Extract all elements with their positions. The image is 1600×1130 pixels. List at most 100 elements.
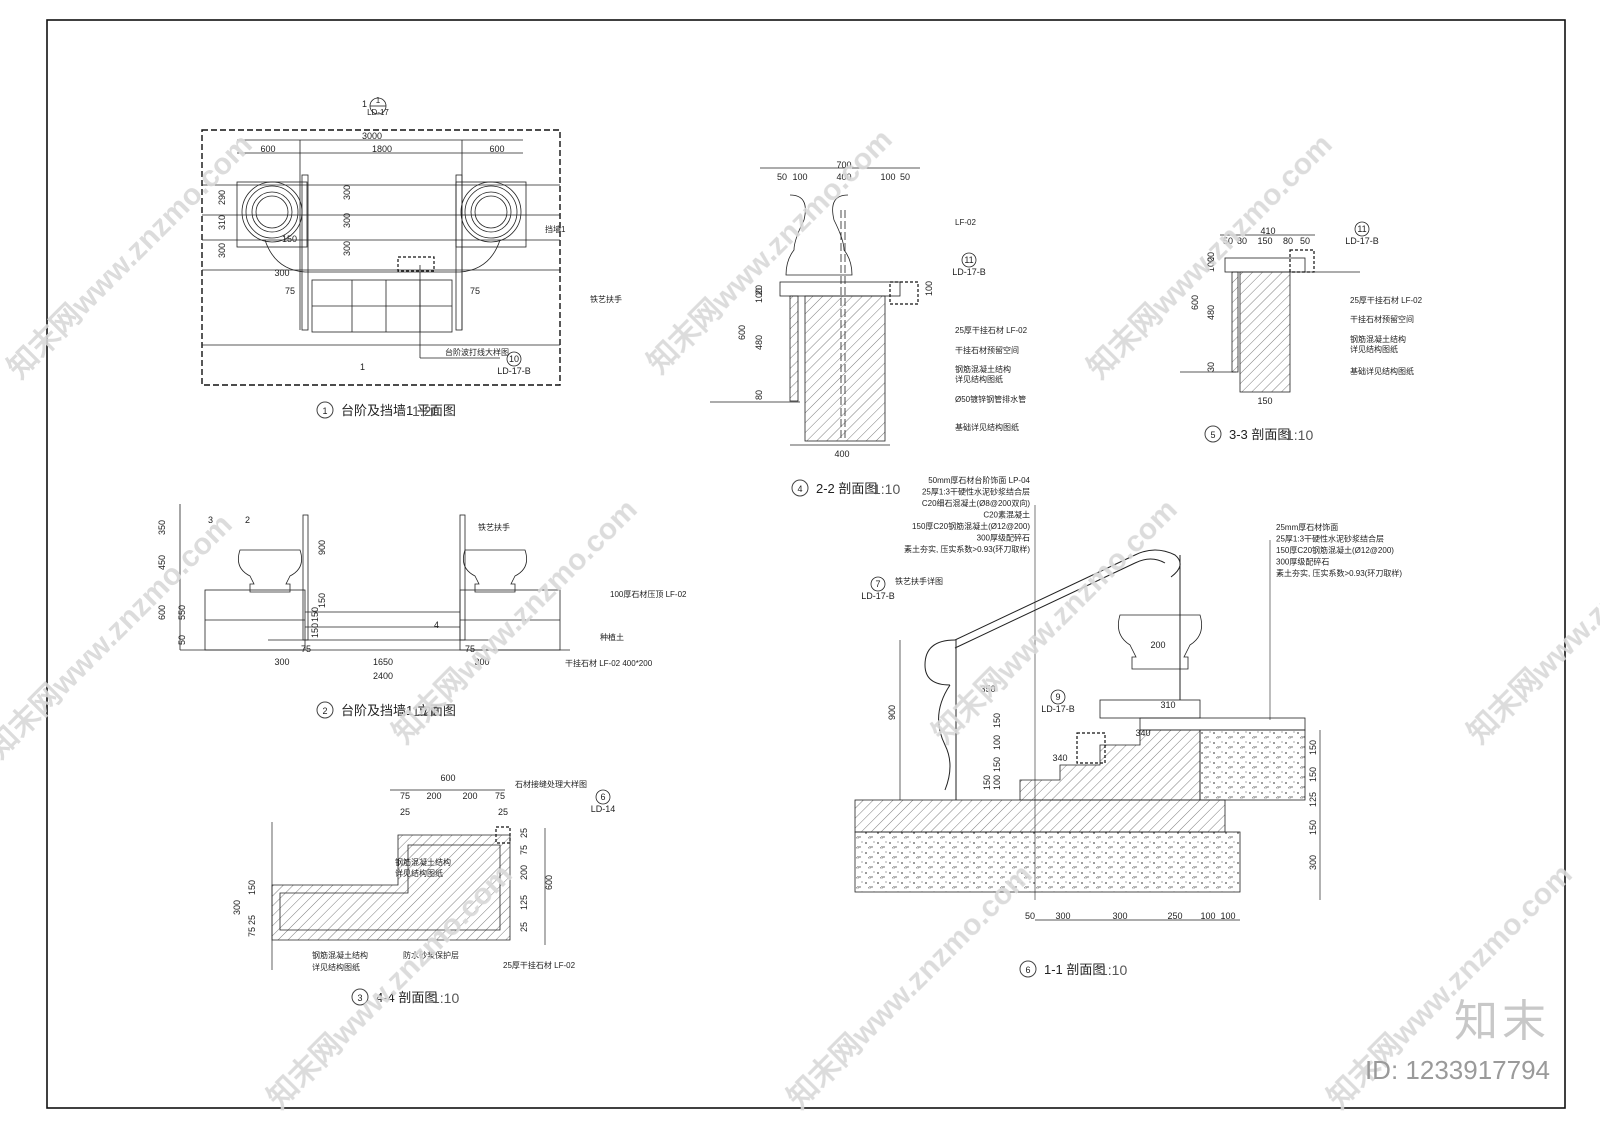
svg-text:2: 2 [322, 706, 327, 716]
layer-notes-left: 50mm厚石材台阶饰面 LP-0425厚1:3干硬性水泥砂浆结合层C20细石混凝… [904, 475, 1031, 554]
dim-80: 80 [754, 390, 764, 400]
svg-text:10: 10 [509, 354, 519, 364]
svg-text:4: 4 [797, 484, 802, 494]
note-railing: 铁艺扶手详图 [895, 576, 943, 586]
plan-detail-ref: 10 LD-17-B [497, 351, 531, 376]
svg-text:1-1 剖面图: 1-1 剖面图 [1044, 962, 1105, 977]
note-foundation: 基础详见结构图纸 [955, 422, 1019, 432]
note-cladding: 25厚干挂石材 LF-02 [1350, 295, 1423, 305]
layersL-5: 300厚级配碎石 [977, 533, 1030, 543]
dim-400-b: 400 [834, 449, 849, 459]
dim-80-b: 80 [1283, 236, 1293, 246]
dim-600: 600 [1190, 295, 1200, 310]
svg-text:LD-17-B: LD-17-B [952, 267, 986, 277]
dim-100-c: 100 [754, 288, 764, 303]
dim-300-b: 300 [474, 657, 489, 667]
dim-75-c: 75 [519, 845, 529, 855]
svg-text:LD-14: LD-14 [591, 804, 616, 814]
dim-b100-a: 100 [1200, 911, 1215, 921]
dim-450: 450 [157, 555, 167, 570]
note-joint: 石材接缝处理大样图 [515, 779, 587, 789]
dim-300: 300 [232, 900, 242, 915]
note-rc: 钢筋混凝土结构 [955, 364, 1011, 374]
dim-75-a: 75 [400, 791, 410, 801]
dim-25-a: 25 [400, 807, 410, 817]
dim-b50: 50 [1025, 911, 1035, 921]
dim-50: 50 [177, 635, 187, 645]
view-3-title: 3 4-4 剖面图 1:10 [351, 988, 459, 1006]
svg-text:LD-17-B: LD-17-B [861, 591, 895, 601]
mark-4: 4 [434, 620, 439, 630]
note-rc-1b: 详见结构图纸 [395, 868, 443, 878]
dim-b300-a: 300 [1055, 911, 1070, 921]
note-rc-2b: 详见结构图纸 [312, 962, 360, 972]
dim-100-b: 100 [880, 172, 895, 182]
note-coping: 100厚石材压顶 LF-02 [610, 589, 687, 599]
dim-25-c: 25 [519, 828, 529, 838]
dim-410: 410 [1260, 226, 1275, 236]
svg-text:11: 11 [964, 255, 973, 265]
layersR-4: 素土夯实, 压实系数>0.93(环刀取样) [1276, 568, 1402, 578]
note-detail: 台阶波打线大样图 [445, 347, 509, 357]
svg-text:1:20: 1:20 [412, 703, 439, 719]
dim-1800: 1800 [372, 144, 392, 154]
view-4-section: 700 50 100 400 100 50 600 480 20 100 80 … [710, 160, 1028, 497]
dim-480: 480 [1206, 305, 1216, 320]
dim-150-r1: 150 [1308, 740, 1318, 755]
view-3-section: 600 75 200 200 75 25 25 25 75 200 125 25… [232, 773, 615, 1006]
section-3-ref: 6 LD-14 [591, 789, 616, 814]
dim-300-a: 300 [342, 185, 352, 200]
dim-150-r2: 150 [1308, 767, 1318, 782]
svg-text:6: 6 [600, 792, 605, 802]
dim-300-b: 300 [342, 213, 352, 228]
dim-200: 200 [1150, 640, 1165, 650]
dim-300-a: 300 [274, 657, 289, 667]
section-5-ref: 11 LD-17-B [1345, 221, 1379, 246]
dim-150: 150 [247, 880, 257, 895]
dim-20: 20 [1206, 252, 1216, 262]
dim-200-a: 200 [426, 791, 441, 801]
view-2-title: 2 台阶及挡墙1 立面图 1:20 [316, 701, 456, 719]
svg-text:9: 9 [1055, 692, 1060, 702]
dim-310: 310 [217, 215, 227, 230]
dim-150-b: 150 [992, 757, 1002, 772]
svg-text:3-3 剖面图: 3-3 剖面图 [1229, 427, 1290, 442]
note-soil: 种植土 [600, 632, 624, 642]
dim-50-a: 50 [1223, 236, 1233, 246]
layer-notes-right: 25mm厚石材饰面25厚1:3干硬性水泥砂浆结合层150厚C20钢筋混凝土(Ø1… [1276, 522, 1402, 578]
dim-600: 600 [157, 605, 167, 620]
dim-150: 150 [282, 234, 297, 244]
note-cladding: 干挂石材 LF-02 400*200 [565, 658, 653, 668]
view-1-plan: 3000 600 1800 600 290 310 300 300 300 30… [201, 96, 622, 419]
dim-150-r3: 150 [1308, 820, 1318, 835]
layersL-1: 25厚1:3干硬性水泥砂浆结合层 [922, 487, 1030, 497]
note-rc-b: 详见结构图纸 [1350, 344, 1398, 354]
layersR-3: 300厚级配碎石 [1276, 557, 1329, 567]
svg-text:1:10: 1:10 [1100, 962, 1127, 978]
layersR-1: 25厚1:3干硬性水泥砂浆结合层 [1276, 534, 1384, 544]
layersR-0: 25mm厚石材饰面 [1276, 522, 1338, 532]
dim-340-a: 340 [1135, 728, 1150, 738]
dim-600-left: 600 [260, 144, 275, 154]
view-2-elevation: 350 450 600 550 50 900 150 150 150 75 75… [157, 504, 687, 719]
svg-text:LD-17-B: LD-17-B [1041, 704, 1075, 714]
dim-75-b: 75 [465, 644, 475, 654]
dim-80-a: 80 [1237, 236, 1247, 246]
note-rc: 钢筋混凝土结构 [1350, 334, 1406, 344]
dim-75-a: 75 [301, 644, 311, 654]
section-6-ref-b: 9 LD-17-B [1041, 689, 1075, 714]
watermark-7: 知末网www.znzmo.com [1462, 493, 1600, 750]
dim-350: 350 [157, 520, 167, 535]
note-foundation: 基础详见结构图纸 [1350, 366, 1414, 376]
svg-text:台阶及挡墙1 平面图: 台阶及挡墙1 平面图 [341, 403, 456, 418]
dim-900: 900 [887, 705, 897, 720]
svg-text:11: 11 [1357, 224, 1366, 234]
dim-75-b: 75 [495, 791, 505, 801]
note-wall: 挡墙1 [545, 224, 566, 234]
svg-text:3: 3 [357, 993, 362, 1003]
dim-b100-b: 100 [1220, 911, 1235, 921]
mark-3: 3 [208, 515, 213, 525]
note-rc-b: 详见结构图纸 [955, 374, 1003, 384]
watermark-3: 知末网www.znzmo.com [1082, 128, 1339, 385]
